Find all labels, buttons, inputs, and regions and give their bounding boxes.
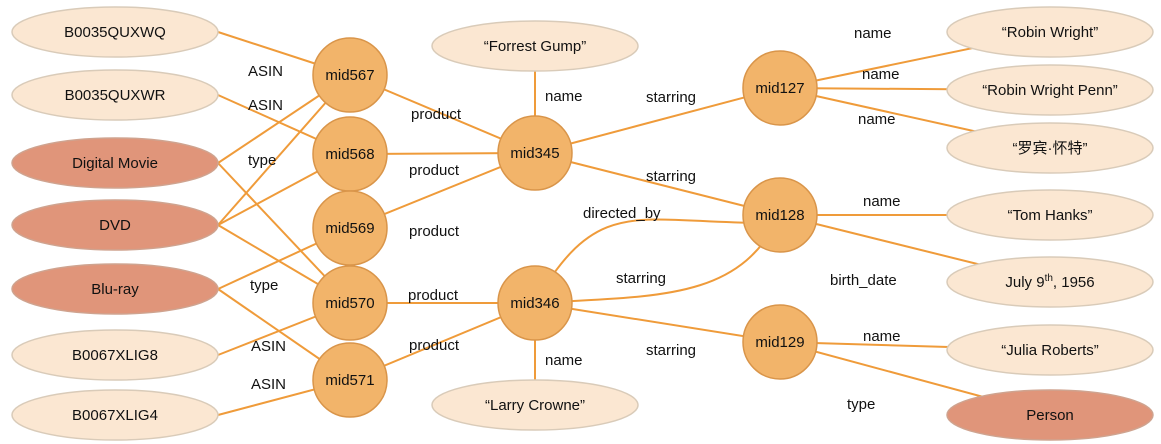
edge-label-starring-345-127: starring bbox=[646, 89, 696, 106]
node-mid345-label: mid345 bbox=[510, 145, 559, 162]
node-mid346: mid346 bbox=[497, 265, 573, 341]
node-mid128: mid128 bbox=[742, 177, 818, 253]
product-nodes: mid567 mid568 mid569 mid570 mid571 bbox=[312, 37, 388, 418]
node-mid567: mid567 bbox=[312, 37, 388, 113]
node-forrest-gump: “Forrest Gump” bbox=[431, 20, 639, 72]
birth-date-sup: th bbox=[1045, 273, 1053, 284]
left-nodes: B0035QUXWQ B0035QUXWR Digital Movie DVD … bbox=[11, 6, 219, 441]
node-birth-date: July 9th, 1956 bbox=[946, 256, 1154, 308]
edge-mid345-mid128 bbox=[534, 152, 781, 216]
edge-mid346-mid128-starring bbox=[534, 214, 781, 304]
edge-label-starring-346-128: starring bbox=[616, 270, 666, 287]
edge-mid345-mid127 bbox=[534, 87, 781, 154]
node-birth-date-label: July 9th, 1956 bbox=[1005, 273, 1094, 291]
edge-label-product-568: product bbox=[409, 162, 460, 179]
node-asin-wq: B0035QUXWQ bbox=[11, 6, 219, 58]
node-robin-wright-penn: “Robin Wright Penn” bbox=[946, 64, 1154, 116]
edge-label-asin-568: ASIN bbox=[248, 97, 283, 114]
edge-label-type-570: type bbox=[250, 277, 278, 294]
edge-label-product-567: product bbox=[411, 106, 462, 123]
node-mid129-label: mid129 bbox=[755, 334, 804, 351]
edge-label-asin-570: ASIN bbox=[251, 338, 286, 355]
node-mid569: mid569 bbox=[312, 190, 388, 266]
node-bluray-label: Blu-ray bbox=[91, 281, 139, 298]
node-mid129: mid129 bbox=[742, 304, 818, 380]
node-dvd-label: DVD bbox=[99, 217, 131, 234]
edge-label-name-128: name bbox=[863, 193, 901, 210]
node-bluray: Blu-ray bbox=[11, 263, 219, 315]
edge-label-product-569: product bbox=[409, 223, 460, 240]
node-asin-wr-label: B0035QUXWR bbox=[65, 87, 166, 104]
edge-label-starring-346-129: starring bbox=[646, 342, 696, 359]
node-mid570: mid570 bbox=[312, 265, 388, 341]
node-mid128-label: mid128 bbox=[755, 207, 804, 224]
node-robin-wright: “Robin Wright” bbox=[946, 6, 1154, 58]
node-forrest-gump-label: “Forrest Gump” bbox=[484, 38, 587, 55]
node-tom-hanks: “Tom Hanks” bbox=[946, 189, 1154, 241]
node-robin-wright-cn-label: “罗宾·怀特” bbox=[1013, 140, 1088, 157]
node-mid568: mid568 bbox=[312, 116, 388, 192]
node-asin-g8: B0067XLIG8 bbox=[11, 329, 219, 381]
node-asin-wq-label: B0035QUXWQ bbox=[64, 24, 166, 41]
edge-label-asin-567: ASIN bbox=[248, 63, 283, 80]
node-mid127: mid127 bbox=[742, 50, 818, 126]
node-larry-crowne: “Larry Crowne” bbox=[431, 379, 639, 431]
node-mid567-label: mid567 bbox=[325, 67, 374, 84]
edge-mid346-mid128-directed bbox=[534, 218, 781, 304]
node-asin-g4: B0067XLIG4 bbox=[11, 389, 219, 441]
node-mid570-label: mid570 bbox=[325, 295, 374, 312]
node-robin-wright-label: “Robin Wright” bbox=[1002, 24, 1098, 41]
node-mid571: mid571 bbox=[312, 342, 388, 418]
edge-label-product-570: product bbox=[408, 287, 459, 304]
node-robin-wright-penn-label: “Robin Wright Penn” bbox=[982, 82, 1118, 99]
edge-labels: ASIN ASIN type type ASIN ASIN product pr… bbox=[248, 25, 901, 413]
edge-label-directed-by: directed_by bbox=[583, 205, 661, 222]
edge-label-name-129: name bbox=[863, 328, 901, 345]
edge-label-birth-date: birth_date bbox=[830, 272, 897, 289]
node-asin-g8-label: B0067XLIG8 bbox=[72, 347, 158, 364]
node-larry-crowne-label: “Larry Crowne” bbox=[485, 397, 585, 414]
edge-label-asin-571: ASIN bbox=[251, 376, 286, 393]
edge-label-name-346: name bbox=[545, 352, 583, 369]
edge-label-name-127-c: name bbox=[858, 111, 896, 128]
node-mid127-label: mid127 bbox=[755, 80, 804, 97]
edge-label-name-345: name bbox=[545, 88, 583, 105]
node-digital-movie-label: Digital Movie bbox=[72, 155, 158, 172]
node-mid569-label: mid569 bbox=[325, 220, 374, 237]
node-mid568-label: mid568 bbox=[325, 146, 374, 163]
movie-nodes: “Forrest Gump” mid345 mid346 “Larry Crow… bbox=[431, 20, 639, 431]
node-mid571-label: mid571 bbox=[325, 372, 374, 389]
right-nodes: “Robin Wright” “Robin Wright Penn” “罗宾·怀… bbox=[946, 6, 1154, 441]
node-tom-hanks-label: “Tom Hanks” bbox=[1007, 207, 1092, 224]
edge-label-type-568: type bbox=[248, 152, 276, 169]
edge-label-name-127-b: name bbox=[862, 66, 900, 83]
edge-label-name-127-a: name bbox=[854, 25, 892, 42]
person-nodes: mid127 mid128 mid129 bbox=[742, 50, 818, 380]
node-digital-movie: Digital Movie bbox=[11, 137, 219, 189]
edge-mid346-mid129 bbox=[534, 302, 781, 343]
node-robin-wright-cn: “罗宾·怀特” bbox=[946, 122, 1154, 174]
node-asin-wr: B0035QUXWR bbox=[11, 69, 219, 121]
node-person-label: Person bbox=[1026, 407, 1074, 424]
birth-date-suffix: , 1956 bbox=[1053, 274, 1095, 291]
node-julia-roberts-label: “Julia Roberts” bbox=[1001, 342, 1099, 359]
node-mid346-label: mid346 bbox=[510, 295, 559, 312]
edge-label-type-129: type bbox=[847, 396, 875, 413]
node-asin-g4-label: B0067XLIG4 bbox=[72, 407, 158, 424]
node-julia-roberts: “Julia Roberts” bbox=[946, 324, 1154, 376]
edge-label-starring-345-128: starring bbox=[646, 168, 696, 185]
node-mid345: mid345 bbox=[497, 115, 573, 191]
node-person: Person bbox=[946, 389, 1154, 441]
birth-date-main: July 9 bbox=[1005, 274, 1044, 291]
node-dvd: DVD bbox=[11, 199, 219, 251]
edge-label-product-571: product bbox=[409, 337, 460, 354]
